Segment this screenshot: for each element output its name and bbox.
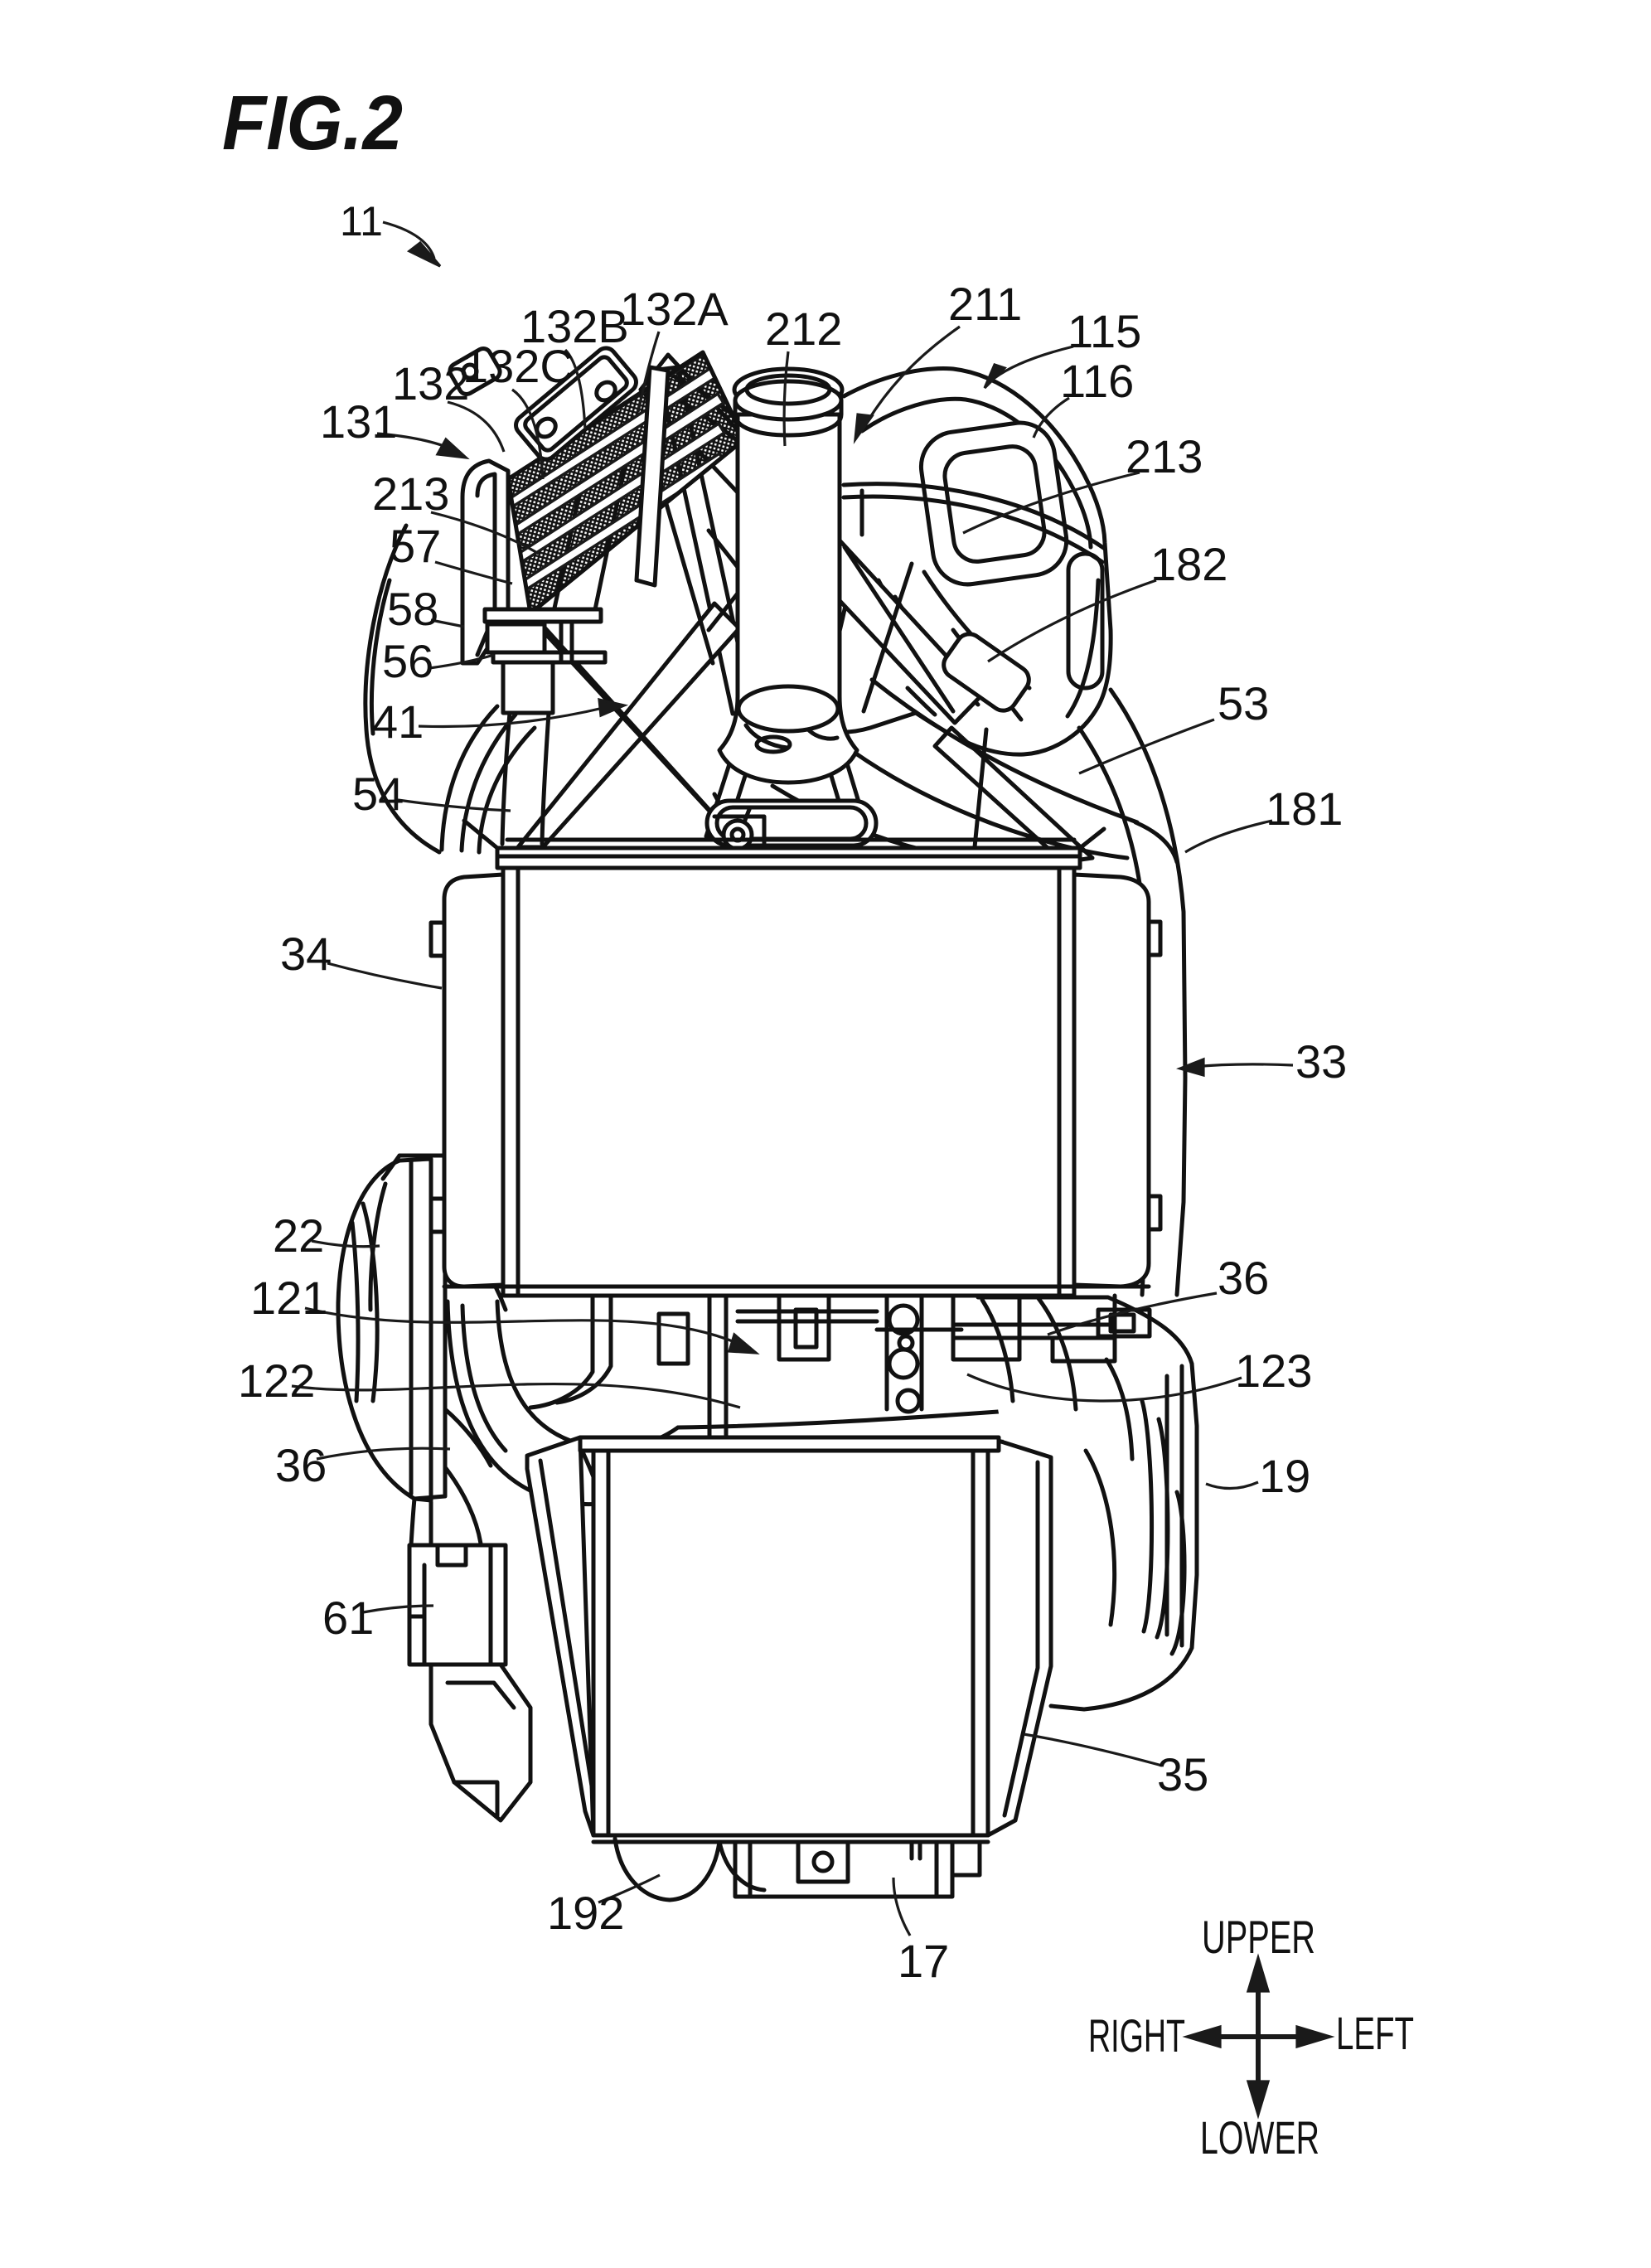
svg-text:11: 11	[340, 198, 383, 245]
svg-text:58: 58	[387, 583, 438, 635]
svg-text:121: 121	[250, 1272, 327, 1324]
svg-text:17: 17	[898, 1935, 949, 1987]
svg-text:FIG.2: FIG.2	[222, 80, 403, 166]
svg-text:53: 53	[1218, 677, 1269, 729]
svg-text:36: 36	[275, 1439, 327, 1491]
svg-text:213: 213	[1126, 430, 1203, 482]
svg-text:132A: 132A	[620, 283, 729, 335]
svg-text:61: 61	[322, 1592, 374, 1644]
svg-text:33: 33	[1295, 1035, 1347, 1088]
svg-text:LEFT: LEFT	[1336, 2007, 1414, 2059]
svg-text:41: 41	[372, 695, 424, 748]
svg-text:131: 131	[320, 395, 397, 448]
svg-text:36: 36	[1218, 1252, 1269, 1304]
svg-text:132: 132	[392, 357, 469, 410]
svg-text:192: 192	[547, 1887, 624, 1939]
svg-text:132B: 132B	[520, 300, 629, 352]
svg-text:57: 57	[390, 520, 441, 572]
svg-text:35: 35	[1157, 1748, 1208, 1800]
svg-text:115: 115	[1068, 305, 1141, 357]
svg-text:RIGHT: RIGHT	[1088, 2009, 1185, 2062]
svg-text:122: 122	[238, 1354, 315, 1407]
svg-text:54: 54	[352, 768, 404, 820]
svg-text:213: 213	[372, 468, 449, 520]
svg-text:132C: 132C	[462, 340, 574, 392]
svg-text:212: 212	[765, 303, 842, 355]
svg-text:19: 19	[1259, 1450, 1310, 1502]
svg-text:56: 56	[382, 635, 433, 687]
svg-text:123: 123	[1235, 1345, 1312, 1397]
svg-text:211: 211	[948, 278, 1022, 330]
svg-text:182: 182	[1150, 538, 1227, 590]
svg-text:116: 116	[1060, 355, 1134, 407]
svg-text:34: 34	[280, 928, 332, 980]
svg-text:181: 181	[1266, 783, 1343, 835]
svg-text:LOWER: LOWER	[1200, 2111, 1319, 2164]
svg-text:UPPER: UPPER	[1202, 1911, 1315, 1963]
svg-text:22: 22	[273, 1209, 324, 1262]
